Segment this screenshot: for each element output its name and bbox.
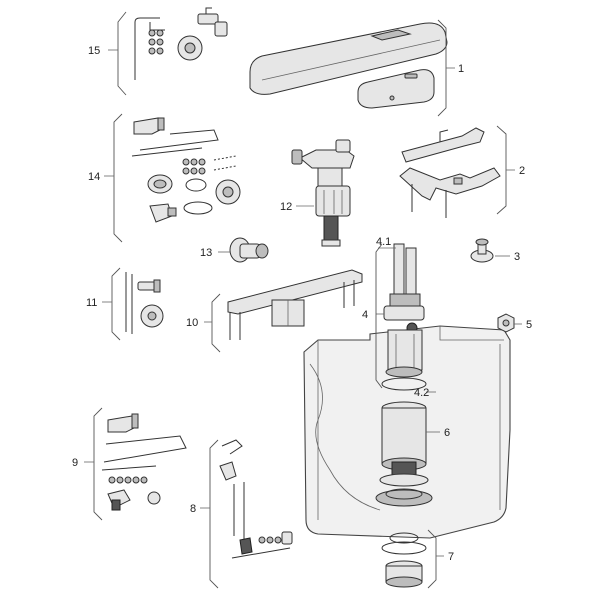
part-11-kit: [102, 267, 164, 341]
bracket-14: [113, 113, 123, 243]
callout-2: 2: [519, 165, 525, 177]
callout-6: 6: [444, 427, 450, 439]
part-4-2-gasket: [381, 377, 436, 393]
part-10-bracket: [204, 269, 363, 353]
callout-1: 1: [458, 63, 464, 75]
part-5-nut: [497, 313, 522, 333]
bracket-15: [117, 11, 127, 96]
bracket-9: [93, 407, 103, 521]
screws-14: [182, 158, 206, 175]
bracket-7: [427, 529, 437, 589]
part-7-nut-washer: [381, 529, 444, 589]
callout-14: 14: [88, 171, 100, 183]
callout-7: 7: [448, 551, 454, 563]
part-1-cover: [249, 19, 455, 117]
part-13-plug: [218, 237, 269, 263]
callout-4-1: 4.1: [376, 236, 391, 248]
callout-15: 15: [88, 45, 100, 57]
callout-11: 11: [86, 297, 97, 309]
part-15-kit: [108, 7, 228, 96]
angle-valve-15: [197, 7, 228, 37]
part-12-fill-valve: [291, 139, 355, 247]
screws-15: [148, 29, 164, 55]
callout-9: 9: [72, 457, 78, 469]
part-14-kit: [104, 113, 241, 243]
callout-10: 10: [186, 317, 198, 329]
callout-4: 4: [362, 309, 368, 321]
callout-8: 8: [190, 503, 196, 515]
part-3-knob: [470, 238, 510, 263]
bracket-4: [375, 243, 383, 389]
part-6-drain: [379, 401, 440, 487]
part-9-kit: [84, 407, 187, 521]
part-2-actuator: [399, 125, 515, 218]
part-8-kit: [200, 439, 293, 589]
callout-13: 13: [200, 247, 212, 259]
callout-12: 12: [280, 201, 292, 213]
bracket-8: [209, 439, 219, 589]
bracket-2: [496, 125, 507, 215]
callout-5: 5: [526, 319, 532, 331]
bracket-11: [111, 267, 121, 341]
bracket-10: [211, 293, 221, 353]
callout-4-2: 4.2: [414, 387, 429, 399]
callout-3: 3: [514, 251, 520, 263]
part-4-flush-valve: [375, 243, 425, 389]
